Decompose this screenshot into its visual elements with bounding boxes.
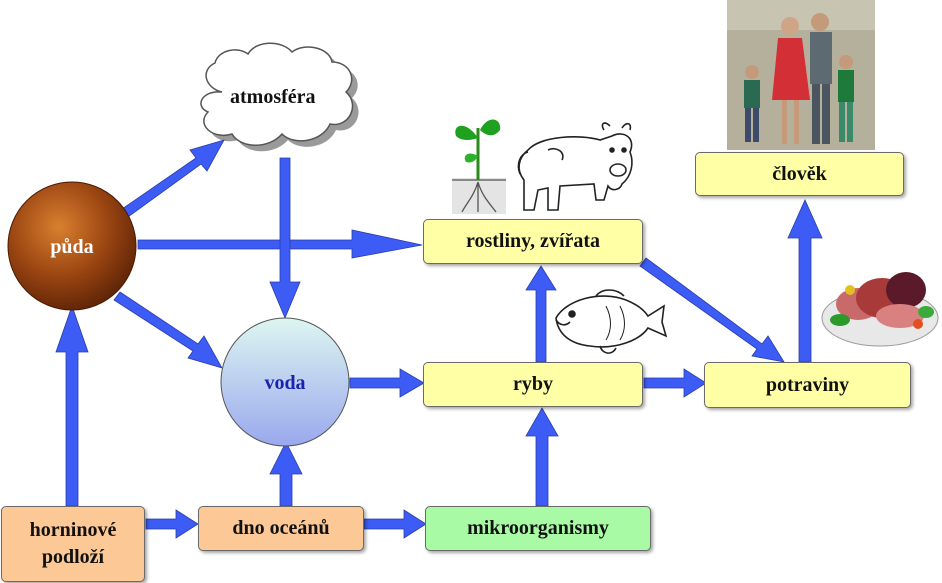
horninove-label-line1: horninové — [29, 519, 117, 541]
arrow-group — [55, 139, 823, 539]
arrow-atmosfera-voda — [269, 157, 301, 320]
arrow-horninove-dno — [145, 509, 199, 539]
arrow-dno-mikro — [363, 509, 427, 539]
node-horninove-podlozi: horninové podloží — [1, 506, 145, 582]
arrow-ryby-rostliny — [525, 265, 557, 363]
node-dno-oceanu: dno oceánů — [198, 506, 364, 551]
node-ryby: ryby — [423, 362, 643, 407]
voda-label: voda — [264, 372, 306, 394]
node-potraviny: potraviny — [704, 362, 911, 408]
node-mikroorganismy: mikroorganismy — [425, 506, 651, 551]
meat-platter-icon — [821, 272, 939, 347]
arrow-mikro-ryby — [525, 407, 559, 507]
arrow-puda-atmosfera — [121, 139, 225, 218]
arrow-potraviny-clovek — [787, 199, 823, 363]
arrow-horninove-puda — [55, 304, 89, 507]
fish-icon — [555, 289, 668, 354]
puda-circle — [7, 181, 137, 311]
horninove-label-line2: podloží — [41, 546, 105, 568]
ryby-label: ryby — [513, 373, 553, 395]
node-rostliny-zvirata: rostliny, zvířata — [423, 219, 643, 264]
puda-label: půda — [50, 236, 94, 258]
rostliny-label: rostliny, zvířata — [465, 230, 601, 252]
potraviny-label: potraviny — [765, 373, 850, 396]
arrow-puda-voda — [113, 291, 223, 369]
seedling-icon — [452, 119, 506, 214]
mikro-label: mikroorganismy — [467, 517, 609, 539]
dno-label: dno oceánů — [232, 517, 330, 539]
voda-circle — [220, 317, 350, 447]
arrow-ryby-potraviny — [643, 368, 707, 398]
atmosfera-label: atmosféra — [230, 86, 316, 108]
node-clovek: člověk — [695, 152, 904, 196]
arrow-rostliny-potraviny — [639, 257, 785, 363]
cow-icon — [517, 122, 633, 211]
clovek-label: člověk — [772, 162, 827, 185]
arrow-dno-voda — [269, 441, 303, 507]
arrow-voda-ryby — [349, 368, 425, 398]
family-photo — [727, 0, 875, 150]
cloud-shape — [200, 42, 359, 152]
